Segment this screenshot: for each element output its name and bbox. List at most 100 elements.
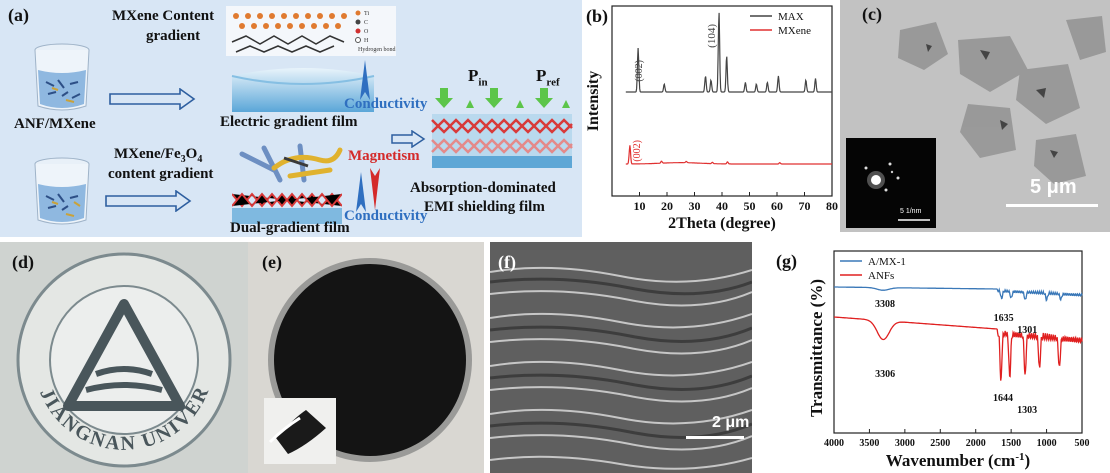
xrd-x-axis-label: 2Theta (degree) <box>668 215 776 232</box>
ftir-band-label: 1301 <box>1017 325 1037 336</box>
xrd-series-max <box>625 12 832 93</box>
ftir-band-label: 1644 <box>993 393 1013 404</box>
panel-a-label: (a) <box>8 5 29 25</box>
panel-e: (e) <box>248 242 484 473</box>
ftir-band-label: 1303 <box>1017 405 1037 416</box>
legend-h: H <box>364 38 369 44</box>
arrow-right-icon <box>105 190 192 212</box>
beaker-1-label: ANF/MXene <box>14 116 96 132</box>
mxene-structure-icon: Ti C O H Hydrogen bond <box>226 6 396 56</box>
xrd-x-tick-label: 70 <box>799 199 811 213</box>
xrd-x-tick-label: 20 <box>661 199 673 213</box>
ftir-x-tick-label: 3500 <box>859 438 879 449</box>
conductivity-label-1: Conductivity <box>344 96 428 112</box>
xrd-x-tick-label: 80 <box>826 199 838 213</box>
panel-d-label: (d) <box>12 252 34 272</box>
ftir-band-label: 3308 <box>875 299 895 310</box>
step2-sub2: 4 <box>197 154 203 165</box>
conductivity-arrow-icon <box>360 60 370 100</box>
ftir-legend-label: ANFs <box>868 270 894 282</box>
result-line2: EMI shielding film <box>424 199 545 215</box>
beaker-2-icon <box>34 157 90 225</box>
dual-gradient-film-icon <box>232 192 342 224</box>
xrd-legend-label: MXene <box>778 25 811 37</box>
electric-gradient-film-icon <box>231 68 375 112</box>
legend-hbond: Hydrogen bond <box>358 47 396 53</box>
step1-line2: gradient <box>146 28 201 44</box>
xrd-x-tick-label: 40 <box>716 199 728 213</box>
tem-scale-label: 5 μm <box>1030 176 1077 198</box>
tem-scale-bar <box>1006 204 1098 207</box>
step2-sub: 3 <box>180 154 186 165</box>
film2-label: Dual-gradient film <box>230 220 350 236</box>
ftir-plot-frame <box>833 250 1083 434</box>
xrd-peak-002-max-label: (002) <box>634 60 645 82</box>
xrd-x-tick-label: 30 <box>689 199 701 213</box>
step2-text: MXene/Fe <box>114 146 181 162</box>
arrow-right-icon <box>109 88 196 110</box>
ftir-band-label: 1635 <box>994 313 1014 324</box>
xrd-x-tick-label: 60 <box>771 199 783 213</box>
p-ref-label: Pref <box>536 66 560 88</box>
ftir-x-axis-sup: -1 <box>1015 451 1024 463</box>
emi-film-icon <box>431 88 573 168</box>
result-line1: Absorption-dominated <box>410 180 556 196</box>
ftir-chart: 4000 3500 3000 2500 2000 1500 1000 500Wavenumbe… <box>776 250 1090 470</box>
p-in-text: P <box>468 66 479 85</box>
ftir-x-axis-end: ) <box>1025 451 1031 470</box>
ftir-x-tick-label: 1500 <box>1001 438 1021 449</box>
ftir-x-tick-label: 3000 <box>895 438 915 449</box>
magnetism-label: Magnetism <box>348 148 420 164</box>
p-ref-sub: ref <box>546 76 560 89</box>
panel-f-label: (f) <box>498 252 516 272</box>
ftir-x-axis-label: Wavenumber (cm-1) <box>886 451 1030 470</box>
p-ref-text: P <box>536 66 547 85</box>
arrow-right-icon <box>391 130 426 148</box>
diffraction-pattern-icon <box>864 162 930 221</box>
ftir-legend-label: A/MX-1 <box>868 256 906 268</box>
xrd-peak-002-mxene-label: (002) <box>632 140 643 162</box>
sem-image <box>490 242 752 473</box>
ftir-x-tick-label: 4000 <box>824 438 844 449</box>
ftir-x-tick-label: 2500 <box>930 438 950 449</box>
panel-c-label: (c) <box>862 4 882 24</box>
fiber-structure-icon <box>239 143 343 183</box>
legend-o: O <box>364 29 369 35</box>
panel-g-label: (g) <box>776 251 797 272</box>
ftir-x-tick-label: 2000 <box>966 438 986 449</box>
sem-scale-label: 2 μm <box>712 414 750 431</box>
ftir-y-axis-label: Transmittance (%) <box>807 279 826 417</box>
panel-e-label: (e) <box>262 252 282 272</box>
xrd-y-axis-label: Intensity <box>585 71 602 131</box>
panel-d: JIANGNAN UNIVERSITY (d) <box>0 242 248 473</box>
ftir-band-label: 3306 <box>875 369 895 380</box>
inset-scale-label: 5 1/nm <box>900 208 922 215</box>
xrd-x-tick-label: 10 <box>634 199 646 213</box>
conductivity-label-2: Conductivity <box>344 208 428 224</box>
panel-c: 5 1/nm (c) 5 μm <box>840 0 1110 232</box>
jiangnan-seal-icon: JIANGNAN UNIVERSITY <box>0 242 232 468</box>
xrd-series-mxene <box>625 145 832 165</box>
panel-b-label: (b) <box>586 6 608 27</box>
legend-c: C <box>364 20 368 26</box>
step2-line1: MXene/Fe3O4 <box>114 146 202 165</box>
conductivity-arrow-2-icon <box>356 172 366 212</box>
ftir-x-tick-label: 1000 <box>1037 438 1057 449</box>
xrd-chart: 10 20 30 40 50 60 70 80 2Theta (degree) Intensity… <box>585 5 838 232</box>
ftir-series-amx1 <box>834 286 1083 302</box>
diffraction-inset: 5 1/nm <box>846 138 936 228</box>
xrd-legend-label: MAX <box>778 11 804 23</box>
xrd-x-tick-label: 50 <box>744 199 756 213</box>
magnetism-arrow-icon <box>370 168 380 210</box>
ftir-series-anfs <box>834 316 1083 381</box>
legend-ti: Ti <box>364 11 369 17</box>
xrd-peak-104-label: (104) <box>706 24 718 48</box>
panel-f: (f) 2 μm <box>490 242 752 473</box>
film1-label: Electric gradient film <box>220 114 358 130</box>
step2-mid: O <box>185 146 198 162</box>
panel-a: (a) ANF/MXene MXene Content gradient MXe… <box>0 0 582 237</box>
ftir-x-tick-label: 500 <box>1075 438 1090 449</box>
p-in-sub: in <box>478 76 488 89</box>
step1-line1: MXene Content <box>112 8 215 24</box>
